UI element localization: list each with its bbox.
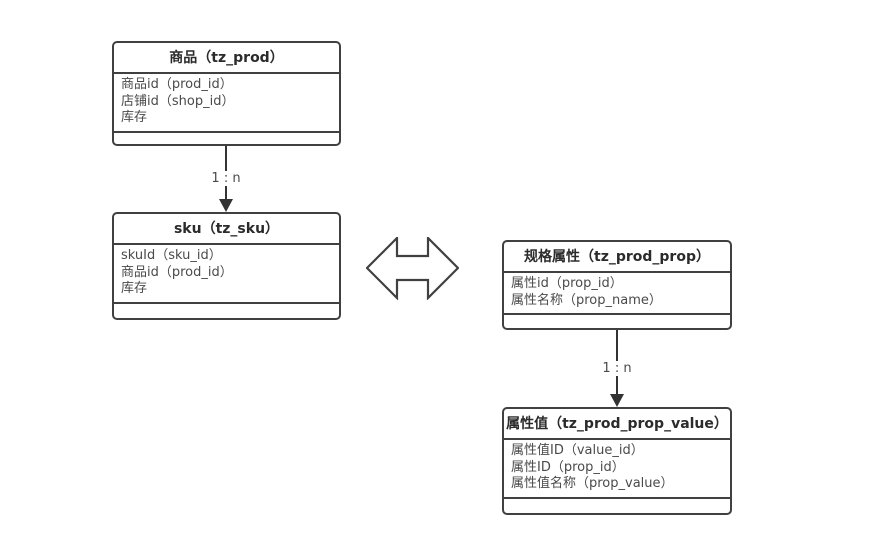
entity-prod-fields: 商品id（prod_id） 店铺id（shop_id） 库存 (114, 74, 339, 133)
entity-prod-prop-title: 规格属性（tz_prod_prop） (504, 242, 730, 273)
cardinality-label: 1 : n (599, 361, 635, 376)
entity-sku: sku（tz_sku） skuId（sku_id） 商品id（prod_id） … (112, 212, 341, 320)
entity-prod-prop-value: 属性值（tz_prod_prop_value） 属性值ID（value_id） … (502, 407, 732, 515)
entity-field: 属性值ID（value_id） (511, 443, 644, 458)
entity-empty-section (114, 304, 339, 319)
entity-field: 库存 (121, 281, 148, 296)
entity-field: 属性id（prop_id） (511, 276, 623, 291)
entity-field: 店铺id（shop_id） (121, 93, 235, 109)
entity-prod-prop-value-title: 属性值（tz_prod_prop_value） (504, 409, 730, 440)
entity-prod-prop: 规格属性（tz_prod_prop） 属性id（prop_id） 属性名称（pr… (502, 240, 732, 330)
bidirectional-arrow-icon (366, 237, 459, 300)
entity-empty-section (504, 499, 730, 514)
entity-sku-fields: skuId（sku_id） 商品id（prod_id） 库存 (114, 245, 339, 304)
arrow-head-down-icon (219, 199, 233, 212)
entity-field: 属性名称（prop_name） (511, 292, 662, 308)
entity-field: 属性值名称（prop_value） (511, 476, 674, 491)
entity-empty-section (504, 315, 730, 328)
entity-field: 商品id（prod_id） (121, 264, 233, 280)
relation-arrow-prod-sku: 1 : n (208, 146, 244, 212)
entity-field: 库存 (121, 110, 148, 125)
entity-prod-title: 商品（tz_prod） (114, 43, 339, 74)
entity-field: skuId（sku_id） (121, 248, 222, 263)
entity-sku-title: sku（tz_sku） (114, 214, 339, 245)
arrow-head-down-icon (610, 394, 624, 407)
entity-field: 商品id（prod_id） (121, 77, 233, 92)
cardinality-label: 1 : n (208, 171, 244, 186)
relation-arrow-prop-value: 1 : n (599, 330, 635, 407)
entity-prod: 商品（tz_prod） 商品id（prod_id） 店铺id（shop_id） … (112, 41, 341, 146)
entity-prod-prop-value-fields: 属性值ID（value_id） 属性ID（prop_id） 属性值名称（prop… (504, 440, 730, 499)
entity-empty-section (114, 133, 339, 145)
entity-prod-prop-fields: 属性id（prop_id） 属性名称（prop_name） (504, 273, 730, 315)
entity-field: 属性ID（prop_id） (511, 459, 625, 475)
